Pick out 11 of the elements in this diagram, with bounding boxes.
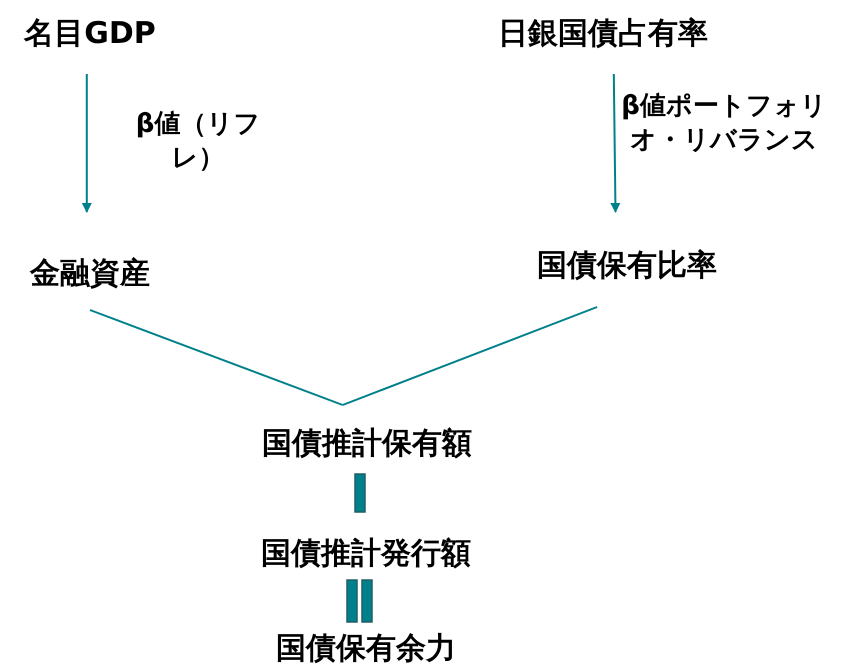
- node-label: 名目GDP: [24, 19, 156, 49]
- connector-line: [90, 309, 344, 406]
- arrow: [610, 74, 620, 213]
- connector-line: [342, 306, 598, 406]
- node-label: 国債推計発行額: [261, 539, 471, 569]
- node-label: 金融資産: [30, 259, 150, 289]
- node-label: 国債推計保有額: [262, 429, 472, 459]
- node-label: 国債保有比率: [537, 251, 717, 281]
- node-label: 日銀国債占有率: [498, 19, 708, 49]
- arrow: [82, 74, 92, 213]
- node-label: 国債保有余力: [276, 634, 456, 664]
